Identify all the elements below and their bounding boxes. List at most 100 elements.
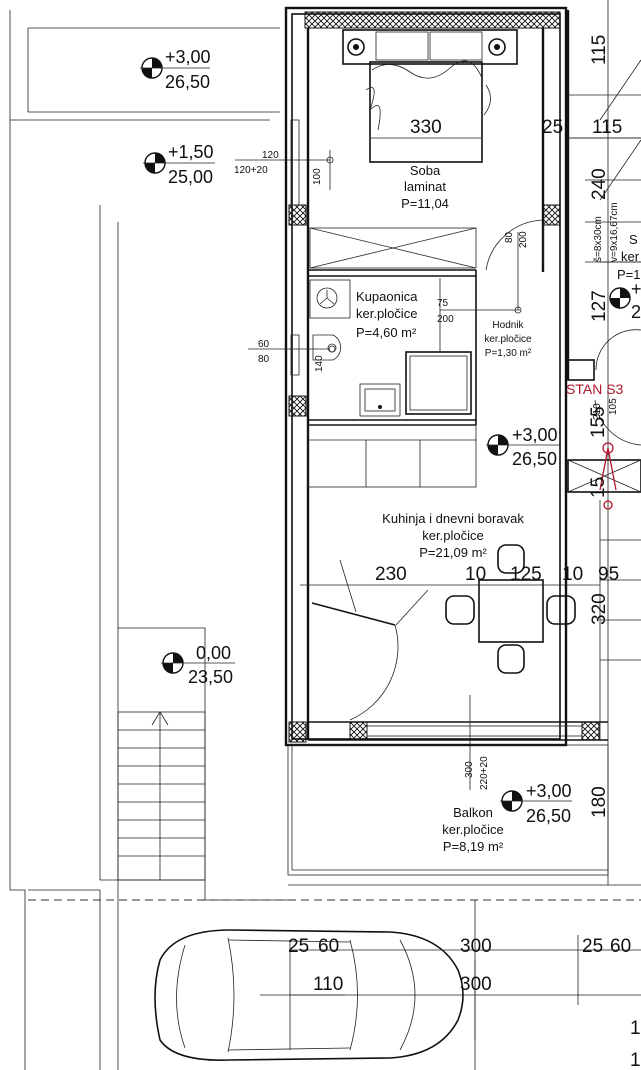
dim-p1b: 1 (630, 1050, 641, 1070)
dim-10b: 10 (562, 564, 583, 585)
room-floor: laminat (404, 179, 446, 194)
dim-rot-300: 300 (464, 761, 475, 778)
room-floor: ker (621, 249, 640, 264)
kitchen-counter (307, 424, 477, 488)
room-floor: ker.pločice (356, 306, 417, 321)
dining-set (445, 544, 576, 674)
dim-rot-210: 210 (592, 403, 603, 420)
stair-note-2: v=9x16,67cm (609, 202, 620, 262)
room-label-kupaonica: Kupaonica ker.pločice P=4,60 m² (356, 289, 418, 340)
room-area: P=1,30 m² (485, 348, 532, 359)
dim-105: 105 (608, 398, 619, 415)
dim-rot-80: 80 (504, 231, 515, 243)
level-6-bottom: 2 (631, 302, 641, 322)
dim-125: 125 (510, 564, 542, 585)
stair-note-b: v=9x16,67cm (609, 202, 620, 262)
dim-15: 15 (588, 477, 609, 498)
level-4-bottom: 23,50 (188, 667, 233, 687)
dim-rot-15: 15 (588, 477, 609, 498)
room-area: P=4,60 m² (356, 325, 417, 340)
dim-80b: 80 (258, 354, 270, 365)
room-name: Balkon (453, 805, 493, 820)
bed (342, 29, 518, 163)
room-label-stubiste: S ker P=1 (617, 232, 641, 282)
bathroom-fixtures (309, 278, 472, 417)
dim-rot-180: 180 (589, 786, 610, 818)
level-3-top: +3,00 (512, 425, 558, 445)
dim-330: 330 (410, 117, 442, 138)
level-1-bottom: 26,50 (165, 72, 210, 92)
stairs-lower-left (117, 711, 206, 881)
dim-75: 75 (437, 298, 449, 309)
dim-p25b: 25 (582, 936, 603, 957)
dim-p60b: 60 (610, 936, 631, 957)
site-outline (9, 10, 641, 1070)
dim-rot-115a: 115 (589, 35, 610, 65)
level-marker-6: + 2 (609, 279, 641, 322)
dim-120: 120 (262, 150, 279, 161)
dim-95: 95 (598, 564, 619, 585)
dim-210: 210 (592, 403, 603, 420)
dim-rot-155: 155 (588, 406, 609, 438)
dim-300: 300 (464, 761, 475, 778)
dim-10a: 10 (465, 564, 486, 585)
room-label-balkon: Balkon ker.pločice P=8,19 m² (442, 805, 504, 854)
stair-core (566, 0, 641, 885)
dim-80: 80 (504, 231, 515, 243)
room-name: Soba (410, 163, 441, 178)
dim-240: 240 (589, 168, 610, 200)
doors (311, 219, 641, 721)
dim-p25a: 25 (288, 936, 309, 957)
room-label-kuhinja: Kuhinja i dnevni boravak ker.pločice P=2… (382, 511, 524, 560)
room-label-soba: Soba laminat P=11,04 (401, 163, 449, 211)
stair-note: š=8x30cm (593, 216, 604, 262)
apartment-marker (599, 442, 617, 510)
dim-100: 100 (312, 168, 323, 185)
balcony-outline (287, 744, 609, 876)
room-area: P=21,09 m² (419, 545, 487, 560)
room-floor: ker.pločice (442, 822, 503, 837)
dim-p60a: 60 (318, 936, 339, 957)
dim-220-20: 220+20 (479, 756, 490, 790)
dim-60: 60 (258, 339, 270, 350)
level-marker-1: +3,00 26,50 (140, 47, 211, 92)
dim-140: 140 (314, 355, 325, 372)
dim-115b: 115 (592, 117, 622, 138)
level-marker-2: +1,50 25,00 (143, 142, 215, 187)
room-name: S (629, 232, 638, 247)
room-area: P=8,19 m² (443, 839, 504, 854)
dim-200: 200 (518, 231, 529, 248)
room-label-hodnik: Hodnik ker.pločice P=1,30 m² (484, 320, 532, 359)
room-floor: ker.pločice (484, 334, 532, 345)
room-area: P=1 (617, 267, 641, 282)
dim-rot-240: 240 (589, 168, 610, 200)
dim-rot-320: 320 (589, 593, 610, 625)
dim-rot-127: 127 (589, 290, 610, 322)
room-floor: ker.pločice (422, 528, 483, 543)
dim-rot-220-20: 220+20 (479, 756, 490, 790)
level-4-top: 0,00 (196, 643, 231, 663)
dim-rot-100: 100 (312, 168, 323, 185)
dim-25a: 25 (542, 117, 563, 138)
dim-120-20: 120+20 (234, 165, 268, 176)
level-marker-3: +3,00 26,50 (486, 425, 560, 469)
dim-115a: 115 (589, 35, 610, 65)
level-2-bottom: 25,00 (168, 167, 213, 187)
dim-200b: 200 (437, 314, 454, 325)
room-area: P=11,04 (401, 196, 449, 211)
stair-note-a: š=8x30cm (593, 216, 604, 262)
dim-p110: 110 (313, 974, 343, 995)
dim-p300b: 300 (460, 974, 492, 995)
room-name: Kupaonica (356, 289, 418, 304)
room-name: Kuhinja i dnevni boravak (382, 511, 524, 526)
dimension-lines (235, 137, 641, 1050)
dim-180: 180 (589, 786, 610, 818)
level-6-top: + (631, 279, 641, 299)
dim-rot-200: 200 (518, 231, 529, 248)
room-name: Hodnik (492, 320, 524, 331)
level-2-top: +1,50 (168, 142, 214, 162)
level-5-top: +3,00 (526, 781, 572, 801)
level-marker-4: 0,00 23,50 (161, 643, 235, 687)
level-3-bottom: 26,50 (512, 449, 557, 469)
